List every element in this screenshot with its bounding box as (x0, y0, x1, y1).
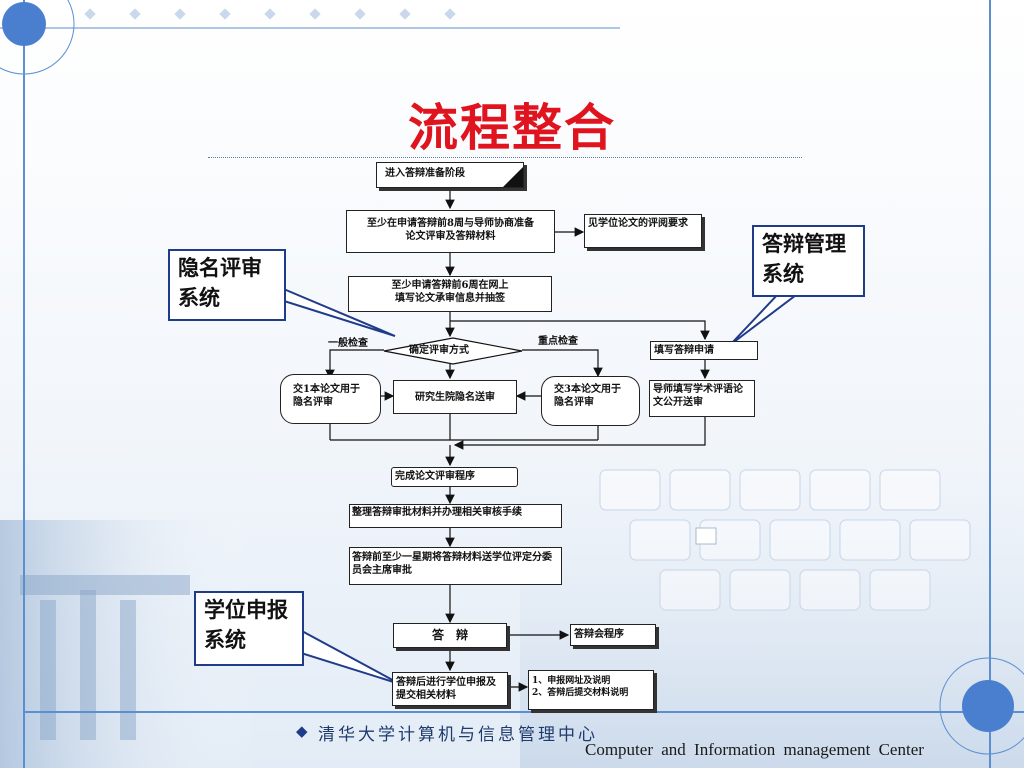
step-8-weeks: 至少在申请答辩前8周与导师协商准备论文评审及答辩材料 (346, 210, 555, 253)
complete-review: 完成论文评审程序 (391, 467, 518, 487)
corner-triangle-icon (503, 167, 523, 187)
defense-procedure-note: 答辩会程序 (570, 624, 656, 646)
submit-3-thesis: 交3本论文用于隐名评审 (541, 376, 640, 426)
post-defense-note-2: 2、答辩后提交材料说明 (532, 687, 650, 699)
fill-defense-application: 填写答辩申请 (650, 341, 758, 360)
callout-defense-management-system: 答辩管理系统 (752, 225, 865, 297)
footer-center-name-en: Computer and Information management Cent… (585, 740, 924, 760)
decision-label: 确定评审方式 (409, 345, 469, 357)
step-6-weeks: 至少申请答辩前6周在网上填写论文承审信息并抽签 (348, 276, 552, 312)
tutor-comments: 导师填写学术评语论文公开送审 (649, 380, 755, 417)
graduate-school-anon-review: 研究生院隐名送审 (393, 380, 517, 414)
branch-general-check: 一般检查 (328, 338, 368, 350)
branch-key-check: 重点检查 (538, 336, 578, 348)
footer-center-name-cn: 清华大学计算机与信息管理中心 (318, 720, 598, 745)
step-enter-preparation-label: 进入答辩准备阶段 (385, 168, 465, 179)
note-thesis-review-requirements: 见学位论文的评阅要求 (584, 214, 702, 248)
callout-degree-application-system: 学位申报系统 (194, 591, 304, 666)
defense-step: 答 辩 (393, 623, 507, 648)
submit-for-approval: 答辩前至少一星期将答辩材料送学位评定分委员会主席审批 (349, 547, 562, 585)
post-defense-note-1: 1、申报网址及说明 (532, 675, 650, 687)
callout-anonymous-review-system: 隐名评审系统 (168, 249, 286, 321)
submit-1-thesis: 交1本论文用于隐名评审 (280, 374, 381, 424)
degree-application-step: 答辩后进行学位申报及提交相关材料 (392, 672, 508, 706)
arrange-materials: 整理答辩审批材料并办理相关审核手续 (349, 504, 562, 528)
post-defense-notes: 1、申报网址及说明 2、答辩后提交材料说明 (528, 670, 654, 710)
footer-diamond-icon: ◆ (296, 722, 308, 740)
step-enter-preparation: 进入答辩准备阶段 (376, 162, 524, 188)
